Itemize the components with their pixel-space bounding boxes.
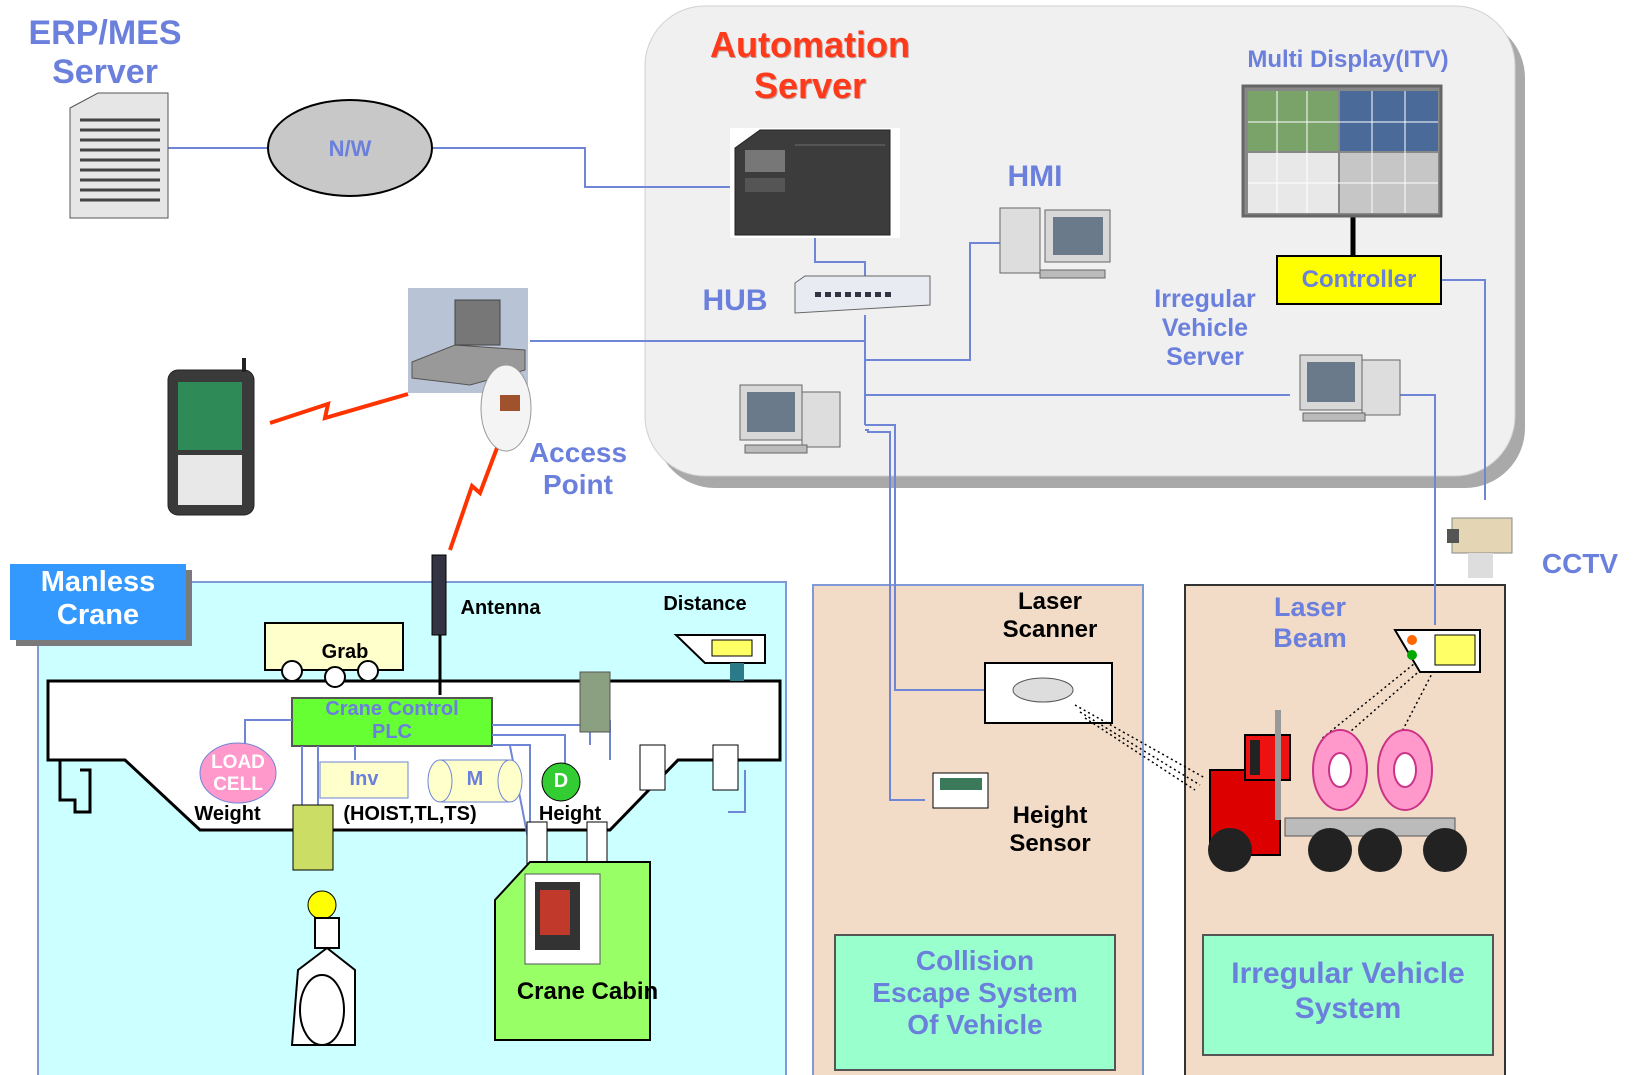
trolley-wheel: [357, 660, 379, 682]
manless-crane-title: Manless Crane: [40, 566, 156, 632]
network-label: N/W: [328, 136, 372, 161]
plc-box: [291, 697, 493, 747]
trolley-wheel: [281, 660, 303, 682]
network-ellipse: [267, 99, 433, 197]
irregular-system-label: Irregular Vehicle System: [1231, 957, 1465, 1025]
height-sensor-label: Height Sensor: [1009, 802, 1091, 857]
cctv-camera-icon: [1447, 517, 1513, 578]
irregular-server-computer-icon: [1299, 354, 1401, 422]
laser-scanner-label: Laser Scanner: [1002, 588, 1098, 643]
weight-label: Weight: [194, 803, 261, 825]
antenna-label: Antenna: [460, 597, 541, 619]
plc-label: Crane Control PLC: [325, 698, 459, 743]
antenna-icon: [431, 554, 447, 636]
collision-system-label: Collision Escape System Of Vehicle: [872, 945, 1078, 1041]
d-sensor-label: D: [553, 770, 569, 792]
truck-icon: [1208, 710, 1467, 872]
controller-label: Controller: [1301, 266, 1417, 293]
girder-block: [639, 744, 666, 791]
hmi-label: HMI: [1007, 160, 1063, 193]
height-sensor-circle: [541, 762, 581, 802]
crane-left-leg: [58, 760, 92, 814]
laser-beam-device-icon: [1393, 629, 1481, 673]
network-lines: [168, 147, 1486, 801]
cctv-label: CCTV: [1541, 548, 1619, 579]
automation-server-icon: [730, 128, 900, 238]
grab-label: Grab: [321, 641, 369, 663]
hub-label: HUB: [702, 284, 768, 317]
access-point-label: Access Point: [528, 437, 628, 501]
multi-display-title: Multi Display(ITV): [1247, 46, 1449, 73]
inverter-label: Inv: [349, 768, 379, 790]
girder-block: [586, 821, 608, 868]
irregular-system-box: [1202, 934, 1494, 1056]
multi-display-icon: [1241, 84, 1443, 218]
trolley-wheel: [324, 666, 346, 688]
controller-box: [1276, 255, 1442, 305]
distance-label: Distance: [663, 593, 747, 615]
load-cell-label: LOAD CELL: [211, 752, 265, 795]
grid-antenna-icon: [480, 364, 532, 452]
girder-block: [526, 821, 548, 868]
crane-cabin-label: Crane Cabin: [516, 978, 659, 1005]
lamp-icon: [307, 890, 337, 920]
hoist-drum: [292, 804, 334, 871]
workstation-computer-icon: [739, 384, 841, 454]
laser-beam-label: Laser Beam: [1273, 592, 1347, 654]
pda-icon: [167, 358, 255, 516]
lightning-bolt-phone: [269, 392, 409, 425]
hoist-label: (HOIST,TL,TS): [343, 803, 477, 825]
laser-beams: [1074, 654, 1439, 791]
erp-server-title: ERP/MES Server: [28, 14, 182, 92]
manless-crane-title-box: [10, 564, 186, 640]
hub-switch-icon: [794, 275, 931, 314]
load-cell-ellipse: [199, 742, 277, 804]
erp-server-icon: [69, 92, 169, 219]
girder-block: [712, 744, 739, 791]
collision-system-box: [834, 934, 1116, 1071]
height-label: Height: [538, 803, 602, 825]
automation-server-title: Automation Server: [710, 24, 910, 107]
laser-scanner-icon: [1012, 677, 1074, 703]
control-cabinet-icon: [579, 671, 611, 733]
inverter-box: [319, 761, 409, 799]
lightning-bolt-antenna: [448, 439, 502, 551]
irregular-server-label: Irregular Vehicle Server: [1154, 285, 1256, 371]
spreader-icon: [290, 917, 356, 1046]
motor-label: M: [466, 768, 484, 790]
distance-sensor-icon: [673, 634, 766, 681]
hmi-computer-icon: [999, 207, 1111, 279]
